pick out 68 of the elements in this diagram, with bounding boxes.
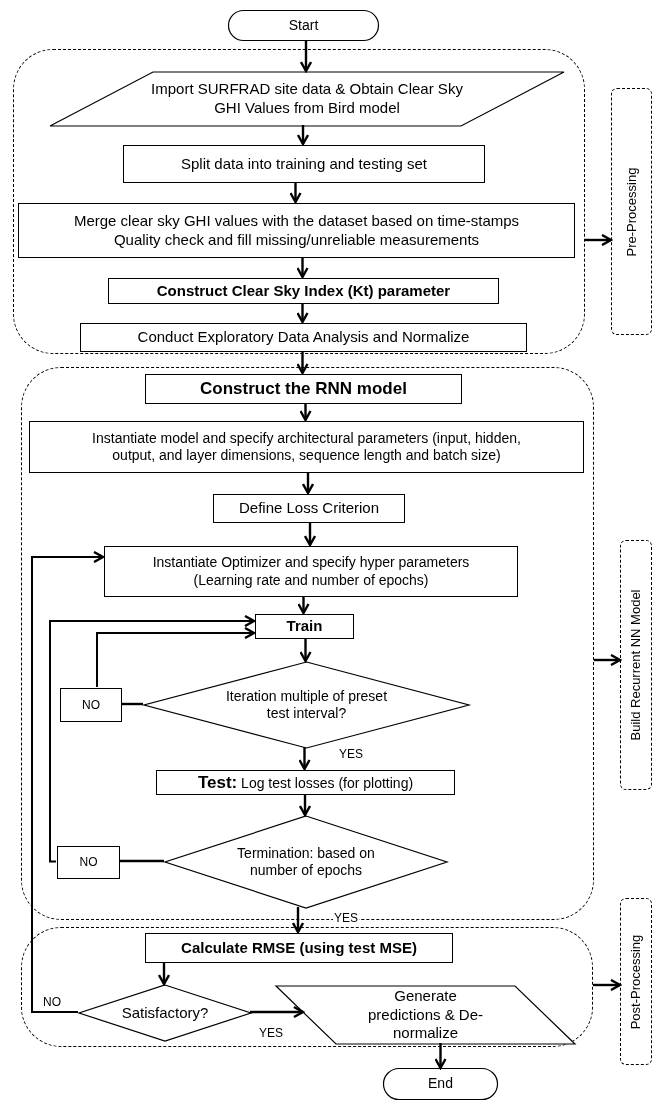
arrow: [96, 626, 256, 688]
node-text: Post-Processing: [627, 934, 644, 1029]
arrow: [296, 125, 310, 146]
node-text: Construct the RNN model: [200, 378, 407, 400]
process-box: [80, 323, 527, 352]
arrow: [296, 257, 309, 279]
arrow: [49, 614, 256, 863]
arrow: [291, 907, 305, 934]
arrow: [299, 41, 313, 73]
process-box: [29, 421, 584, 473]
connector-line: [119, 859, 164, 863]
arrow: [298, 747, 311, 771]
arrow: [301, 472, 315, 495]
stage-label-box: [620, 540, 652, 790]
node-text: Construct Clear Sky Index (Kt) parameter: [156, 281, 451, 301]
process-box: [108, 278, 499, 304]
arrow: [299, 403, 312, 422]
dashed-group: [13, 49, 585, 354]
arrow: [303, 522, 317, 547]
node-text: Train: [286, 617, 323, 636]
node-text: Build Recurrent NN Model: [627, 589, 644, 741]
node-text: Iteration multiple of preset test interval?: [224, 687, 389, 723]
process-box: [213, 494, 405, 523]
process-box: [145, 374, 462, 404]
node-text: Import SURFRAD site data & Obtain Clear Sky GHI Values from Bird model: [150, 80, 464, 118]
connector-line: [121, 702, 143, 706]
node-text: Define Loss Criterion: [238, 499, 380, 518]
node-text: Termination: based on number of epochs: [236, 844, 376, 880]
stage-label-box: [611, 88, 652, 335]
process-box: [104, 546, 518, 597]
process-box: [57, 846, 120, 879]
node-text: Split data into training and testing set: [181, 154, 427, 174]
arrow: [296, 351, 309, 375]
process-box: [123, 145, 485, 183]
dashed-group: [21, 367, 594, 920]
arrow: [297, 596, 310, 615]
process-box: [255, 614, 354, 639]
arrow: [434, 1043, 447, 1070]
node-text: Merge clear sky GHI values with the dataset based on time-stamps: [73, 211, 520, 231]
node-text: Instantiate Optimizer and specify hyper parameters (Learning rate and number of epochs): [151, 554, 471, 589]
process-box: [60, 688, 122, 722]
process-box: [18, 203, 575, 258]
node-text: Test: Log test losses (for plotting): [197, 771, 414, 794]
stage-label-box: [620, 898, 652, 1065]
node-text: Quality check and fill missing/unreliable measurements: [113, 230, 480, 250]
arrow: [250, 1005, 305, 1019]
arrow: [31, 550, 105, 1013]
node-text: Pre-Processing: [623, 167, 640, 256]
arrow: [585, 233, 613, 247]
node-text: Conduct Exploratory Data Analysis and Normalize: [137, 328, 470, 347]
node-text: Satisfactory?: [121, 1003, 209, 1023]
process-box: [145, 933, 453, 963]
arrow: [296, 303, 309, 324]
node-text: Instantiate model and specify architectural parameters (input, hidden, output, and layer dimensions, sequence length and batch size): [91, 429, 522, 465]
arrow: [299, 638, 312, 663]
arrow: [593, 978, 622, 992]
node-text: Calculate RMSE (using test MSE): [181, 938, 417, 958]
node-text: End: [428, 1075, 453, 1093]
node-text: Generate predictions & De-normalize: [366, 986, 485, 1044]
arrow: [157, 962, 171, 986]
node-text: Start: [288, 16, 319, 35]
process-box: [156, 770, 455, 795]
dashed-group: [21, 927, 593, 1047]
arrow: [594, 653, 622, 667]
node-text: NO: [82, 697, 100, 713]
arrow: [298, 794, 312, 817]
node-text: NO: [79, 855, 98, 870]
arrow: [289, 182, 302, 204]
